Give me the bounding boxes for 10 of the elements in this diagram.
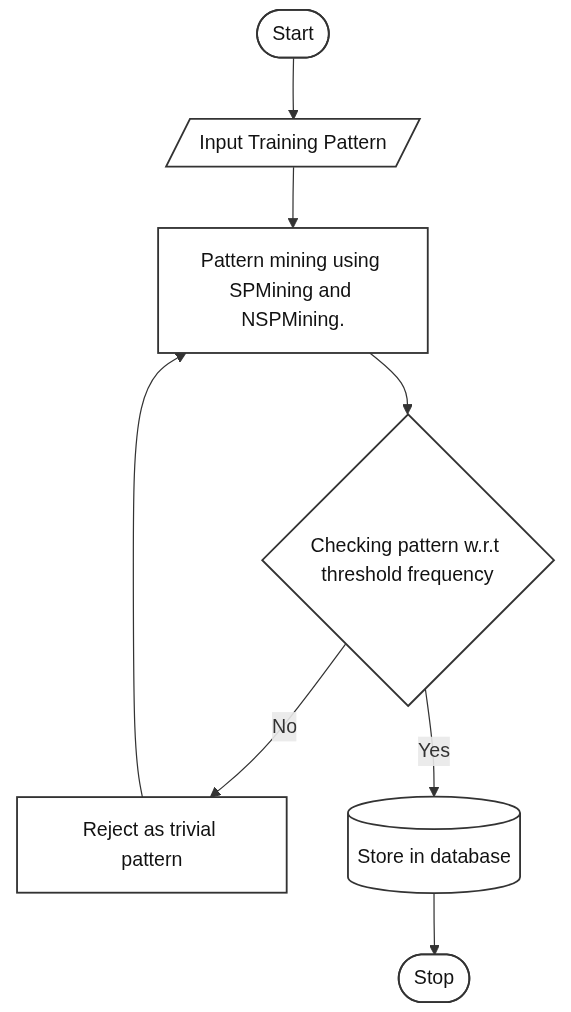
arrow: [429, 892, 440, 956]
node-box: Reject as trivial pattern: [16, 796, 288, 894]
arrow: [132, 352, 187, 798]
edge-label: Yes: [418, 740, 451, 762]
arrow: [369, 352, 413, 415]
arrow: [209, 643, 347, 798]
node-diamond: Checking pattern w.r.t threshold frequency: [260, 412, 556, 708]
edge-label: No: [271, 715, 298, 737]
arrow: [287, 166, 299, 229]
node-box: Pattern mining using SPMining and NSPMining.: [157, 227, 429, 354]
